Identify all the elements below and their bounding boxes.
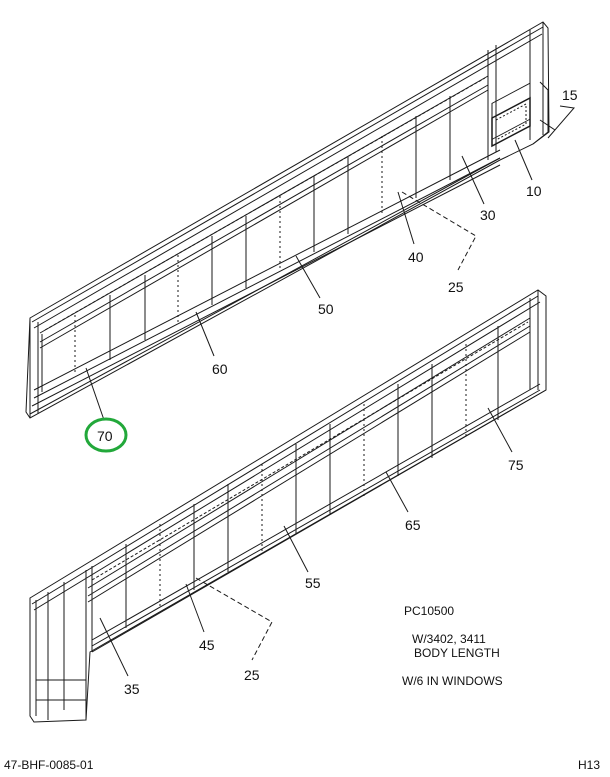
callout-labels: 15 10 30 40 25 50 60 70 75 65 55 45 25 3… (97, 87, 578, 697)
callout-30[interactable]: 30 (480, 207, 496, 223)
callout-35[interactable]: 35 (124, 681, 140, 697)
leader-60 (195, 311, 215, 357)
callout-25-bottom[interactable]: 25 (244, 667, 260, 683)
upper-sill (33, 149, 501, 391)
body-length-note: BODY LENGTH (414, 646, 500, 660)
part-code-note: PC10500 (404, 604, 455, 618)
callout-55[interactable]: 55 (305, 575, 321, 591)
upper-body-panel (25, 21, 556, 419)
callout-70-highlight (84, 417, 128, 453)
callout-65[interactable]: 65 (405, 517, 421, 533)
callout-50[interactable]: 50 (318, 301, 334, 317)
leader-50 (295, 255, 321, 299)
lower-window-header (87, 317, 531, 589)
leader-75 (487, 407, 513, 453)
leader-15 (547, 105, 575, 139)
windows-note: W/6 IN WINDOWS (402, 674, 503, 688)
lower-roof-rail (31, 295, 539, 605)
leader-35 (99, 617, 129, 677)
leader-65 (385, 471, 409, 513)
leader-40 (397, 191, 415, 245)
leader-70 (85, 367, 105, 421)
upper-roof-rail (31, 26, 544, 323)
drawing-number: 47-BHF-0085-01 (4, 758, 94, 772)
leader-lines (85, 105, 575, 677)
callout-40[interactable]: 40 (408, 249, 424, 265)
leader-25-top (401, 191, 477, 271)
leader-25-bottom (195, 577, 273, 661)
lower-panel-outline (29, 289, 547, 723)
leader-45 (185, 583, 205, 633)
callout-15[interactable]: 15 (562, 87, 578, 103)
callout-60[interactable]: 60 (212, 361, 228, 377)
callout-45[interactable]: 45 (199, 637, 215, 653)
leader-10 (514, 139, 533, 181)
sheet-number: H13 (578, 758, 601, 772)
lower-body-panel (29, 289, 547, 723)
upper-belt-rail (39, 89, 489, 349)
callout-25-top[interactable]: 25 (448, 279, 464, 295)
leader-30 (461, 155, 485, 205)
lower-belt-rail (87, 331, 531, 603)
callout-70[interactable]: 70 (97, 428, 113, 444)
callout-75[interactable]: 75 (508, 457, 524, 473)
lower-sill (91, 383, 541, 641)
callout-10[interactable]: 10 (526, 183, 542, 199)
applies-to-note: W/3402, 3411 (412, 632, 486, 646)
leader-55 (283, 525, 309, 573)
